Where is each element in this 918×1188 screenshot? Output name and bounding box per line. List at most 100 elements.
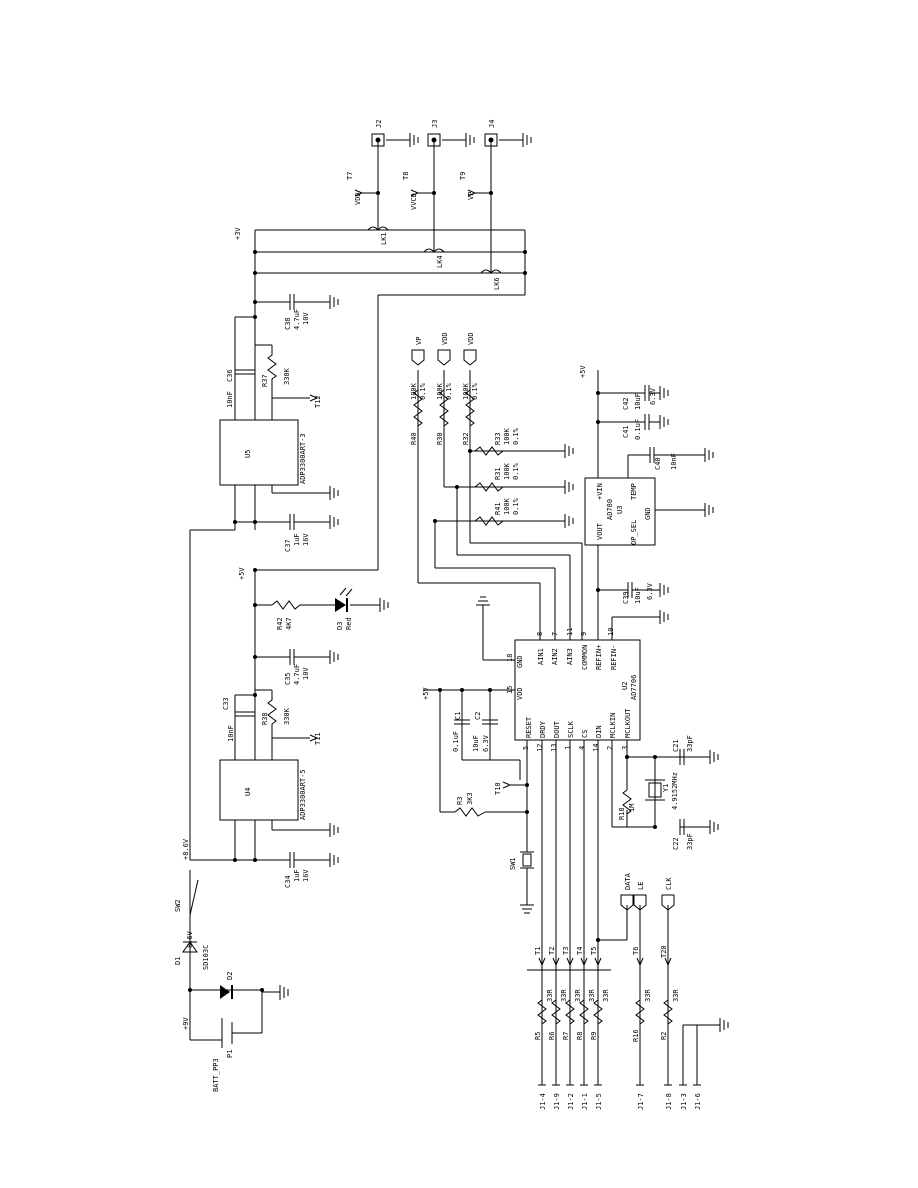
label-d1p: SD103C	[202, 945, 210, 970]
label-t5: T5	[590, 947, 598, 955]
label-gnd3: GND	[644, 507, 652, 520]
label-d1: D1	[174, 957, 182, 965]
label-c38v: 4.7uF	[293, 309, 301, 330]
adc-wiring	[417, 370, 720, 1085]
ground-symbols-right	[476, 386, 729, 1032]
label-r32v: 100K	[462, 382, 470, 400]
label-opsel: OP_SEL	[630, 520, 638, 545]
label-t8: T8	[402, 172, 410, 180]
label-u5: U5	[244, 450, 252, 458]
label-vp2: VP	[415, 337, 423, 345]
label-drdy: DRDY	[539, 720, 547, 738]
label-le: LE	[637, 882, 645, 890]
pin-3: 3	[621, 746, 629, 750]
label-cs: CS	[581, 730, 589, 738]
label-p5b: +5V	[422, 687, 430, 700]
label-r40t: 0.1%	[419, 382, 427, 400]
label-c2v: 10uF	[472, 735, 480, 752]
label-c39r: 6.3V	[646, 582, 654, 600]
label-r16: R16	[632, 1029, 640, 1042]
label-vdd4: VDD	[516, 687, 524, 700]
label-d2: D2	[226, 972, 234, 980]
label-r42: R42	[276, 617, 284, 630]
label-r37: R37	[261, 374, 269, 387]
label-c38r: 10V	[302, 312, 310, 325]
power-wiring	[189, 139, 526, 1048]
label-r8: R8	[576, 1032, 584, 1040]
label-t7: T7	[346, 172, 354, 180]
diodes	[182, 587, 353, 999]
label-p5c: +5V	[579, 365, 587, 378]
label-r33t: 0.1%	[512, 427, 520, 445]
label-r33o-6: 33R	[644, 989, 652, 1002]
label-r33o-3: 33R	[574, 989, 582, 1002]
label-r33o-1: 33R	[546, 989, 554, 1002]
pin-11: 11	[566, 628, 574, 636]
label-r31: R31	[494, 467, 502, 480]
connectors	[371, 133, 498, 147]
label-j4: J4	[488, 120, 496, 128]
label-r41v: 100K	[503, 497, 511, 515]
label-c34r: 16V	[302, 869, 310, 882]
label-vout: VOUT	[596, 522, 604, 540]
label-r6: R6	[548, 1032, 556, 1040]
label-r33o-2: 33R	[560, 989, 568, 1002]
resistors-right	[413, 389, 673, 1025]
label-t9: T9	[459, 172, 467, 180]
ground-symbols	[329, 133, 532, 867]
pin-12: 12	[536, 744, 544, 752]
pin-4: 4	[578, 746, 586, 750]
label-r3v: 3K3	[466, 792, 474, 805]
label-t3: T3	[562, 947, 570, 955]
label-r30v: 100K	[436, 382, 444, 400]
label-c41v: 0.1uF	[634, 419, 642, 440]
pin-1: 1	[564, 746, 572, 750]
label-u2: U2	[621, 682, 629, 690]
label-j19: J1-9	[553, 1093, 561, 1110]
label-vdd: VDD	[354, 192, 362, 205]
label-c22: C22	[672, 837, 680, 850]
label-r9: R9	[590, 1032, 598, 1040]
ic-boxes	[514, 477, 656, 741]
label-r31v: 100K	[503, 462, 511, 480]
label-common: COMMON	[581, 645, 589, 670]
label-j14: J1-4	[539, 1093, 547, 1110]
label-u4: U4	[244, 788, 252, 796]
pin-18: 18	[506, 654, 514, 662]
label-u3: U3	[616, 506, 624, 514]
label-temp: TEMP	[630, 483, 638, 500]
label-clk: CLK	[665, 877, 673, 890]
pin-2: 2	[606, 746, 614, 750]
label-c38: C38	[284, 317, 292, 330]
label-c37r: 16V	[302, 533, 310, 546]
pin-14: 14	[592, 744, 600, 752]
label-r42v: 4K7	[285, 617, 293, 630]
label-batt: BATT_PP3	[212, 1058, 220, 1092]
label-c41: C41	[622, 425, 630, 438]
label-r31t: 0.1%	[512, 462, 520, 480]
label-p5a: +5V	[238, 567, 246, 580]
label-d3c: Red	[345, 617, 353, 630]
label-j11: J1-1	[581, 1093, 589, 1110]
label-t11: T11	[314, 732, 322, 745]
label-t10: T10	[494, 782, 502, 795]
label-vdd2: VDD	[441, 332, 449, 345]
label-plus9v: +9V	[182, 1017, 190, 1030]
label-r40v: 100K	[410, 382, 418, 400]
label-r41t: 0.1%	[512, 497, 520, 515]
label-c35r: 10V	[302, 667, 310, 680]
label-c35: C35	[284, 672, 292, 685]
label-reset: RESET	[525, 716, 533, 738]
jumper-links	[367, 226, 502, 274]
label-vvcd: VVCD	[410, 193, 418, 210]
resistors-left	[267, 345, 301, 738]
label-c2: C2	[474, 712, 482, 720]
label-j3: J3	[431, 120, 439, 128]
label-refinm: REFIN-	[610, 645, 618, 670]
label-c37v: 1uF	[293, 533, 301, 546]
label-r33o-5: 33R	[602, 989, 610, 1002]
pin-13: 13	[550, 744, 558, 752]
label-c34v: 1uF	[293, 869, 301, 882]
label-u5p: ADP3300ART-3	[299, 433, 307, 484]
